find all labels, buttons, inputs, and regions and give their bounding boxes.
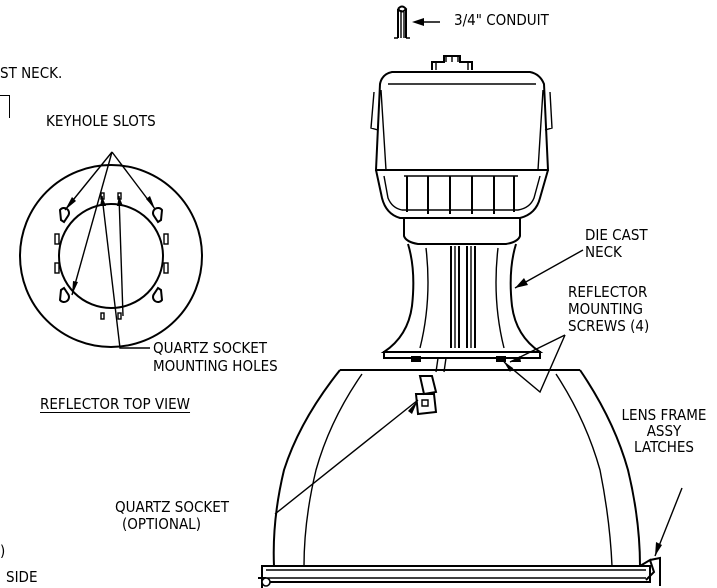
- reflector-top-view: [19, 164, 203, 348]
- quartz-socket-optional-line1: QUARTZ SOCKET: [115, 498, 230, 516]
- keyhole-slots-label: KEYHOLE SLOTS: [46, 112, 156, 130]
- leader-lines: [64, 151, 683, 557]
- die-cast-label-line2: NECK: [585, 243, 622, 261]
- lens-frame-label-line1: LENS FRAME: [621, 406, 707, 424]
- partial-side-label: SIDE: [6, 568, 38, 586]
- reflector-screws-label-line3: SCREWS (4): [568, 317, 650, 335]
- quartz-holes-label-line1: QUARTZ SOCKET: [153, 339, 268, 357]
- partial-paren: ): [0, 542, 6, 560]
- die-cast-neck: [380, 243, 544, 373]
- partial-bracket: [0, 95, 10, 118]
- die-cast-label-line1: DIE CAST: [585, 226, 648, 244]
- reflector: [272, 369, 641, 567]
- lens-frame: [258, 556, 661, 588]
- lens-frame-label-line3: LATCHES: [634, 438, 694, 456]
- conduit-symbol: [394, 5, 440, 39]
- reflector-screws-label-line2: MOUNTING: [568, 300, 644, 318]
- reflector-screws-label-line1: REFLECTOR: [568, 283, 648, 301]
- lens-frame-label-line2: ASSY: [646, 422, 682, 440]
- quartz-holes-label-line2: MOUNTING HOLES: [153, 357, 278, 375]
- conduit-label: 3/4" CONDUIT: [454, 11, 549, 29]
- ballast-housing: [370, 55, 553, 245]
- quartz-socket-optional-line2: (OPTIONAL): [122, 515, 201, 533]
- cast-neck-partial-label: ST NECK.: [0, 64, 63, 82]
- reflector-top-view-title: REFLECTOR TOP VIEW: [40, 395, 191, 413]
